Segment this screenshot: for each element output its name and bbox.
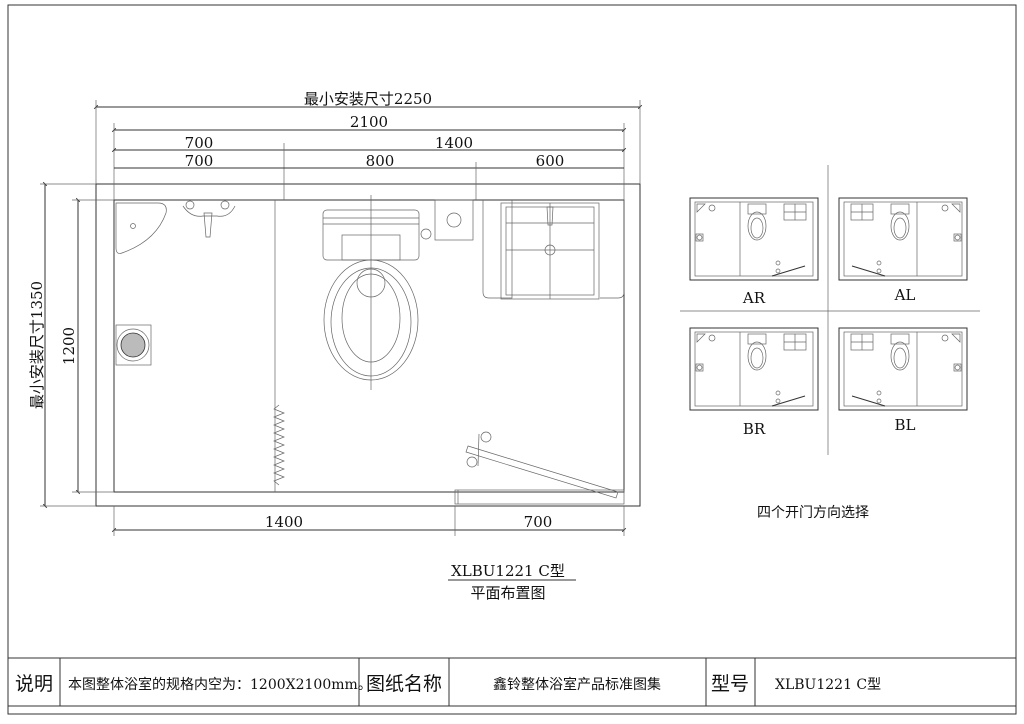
dim-inner-width: 2100	[350, 113, 388, 131]
variant-al	[838, 197, 968, 281]
drawing-line	[477, 433, 480, 467]
dim-label: 800	[366, 152, 395, 170]
model-label: 型号	[711, 673, 749, 695]
drawing-line	[465, 445, 619, 499]
inner-wall	[113, 199, 625, 493]
variant-label: BL	[895, 416, 916, 434]
dimensions: 最小安装尺寸2250 2100 700 1400 700 800 600 最小安…	[28, 90, 643, 536]
door-variants: AR AL BR BL 四个开门方向选择	[680, 165, 980, 521]
variant-label: AL	[894, 286, 916, 304]
dim-label: 1400	[435, 134, 473, 152]
drawing-line	[446, 212, 462, 228]
title-block: 说明 本图整体浴室的规格内空为：1200X2100mm。 图纸名称 鑫铃整体浴室…	[7, 657, 1017, 707]
door	[454, 431, 625, 505]
drawing-line	[600, 200, 625, 299]
drawing-line	[454, 489, 625, 505]
drawing-line	[7, 657, 1017, 707]
variant-label: AR	[742, 289, 766, 307]
dim-label: 700	[185, 152, 214, 170]
drawing-line	[116, 328, 150, 362]
dim-label: 700	[185, 134, 214, 152]
drawing-name: 鑫铃整体浴室产品标准图集	[493, 676, 661, 693]
drawing-line	[203, 212, 213, 238]
plan-caption: 平面布置图	[470, 584, 545, 602]
variant-label: BR	[743, 420, 766, 438]
dim-label: 1400	[265, 513, 303, 531]
dim-label: 600	[536, 152, 565, 170]
desc-text: 本图整体浴室的规格内空为：1200X2100mm。	[68, 676, 372, 693]
toilet	[322, 195, 432, 390]
floor-drain-small	[434, 199, 474, 241]
variant-bl	[838, 327, 968, 411]
shower-curtain	[273, 404, 285, 486]
dim-overall-width: 最小安装尺寸2250	[304, 90, 432, 108]
drawing-line	[220, 200, 230, 210]
variants-note: 四个开门方向选择	[757, 505, 869, 521]
dim-overall-depth: 最小安装尺寸1350	[28, 281, 46, 409]
drawing-line	[120, 332, 146, 358]
drawing-line	[115, 324, 152, 366]
shower-mixer	[182, 200, 236, 238]
variant-ar	[689, 197, 819, 281]
drawing-line	[544, 244, 556, 256]
floor-drain	[115, 324, 152, 366]
desc-label: 说明	[15, 673, 53, 695]
drawing-line	[130, 223, 136, 229]
dim-label: 700	[524, 513, 553, 531]
drawing-name-label: 图纸名称	[366, 673, 442, 695]
drawing-line	[182, 205, 236, 217]
variant-br	[689, 327, 819, 411]
drawing-line	[185, 200, 195, 210]
floor-plan	[95, 183, 641, 507]
wash-basin	[482, 200, 625, 300]
corner-shelf	[115, 202, 167, 254]
dim-inner-depth: 1200	[60, 327, 78, 365]
model-value: XLBU1221 C型	[775, 677, 881, 693]
model-caption: XLBU1221 C型	[451, 562, 565, 580]
drawing-line	[480, 431, 492, 443]
outer-wall	[95, 183, 641, 507]
drawing-line	[420, 228, 432, 240]
sheet-border	[7, 4, 1017, 715]
drawing-line	[466, 456, 478, 468]
drawing-line	[482, 200, 513, 299]
drawing-line	[546, 206, 554, 226]
